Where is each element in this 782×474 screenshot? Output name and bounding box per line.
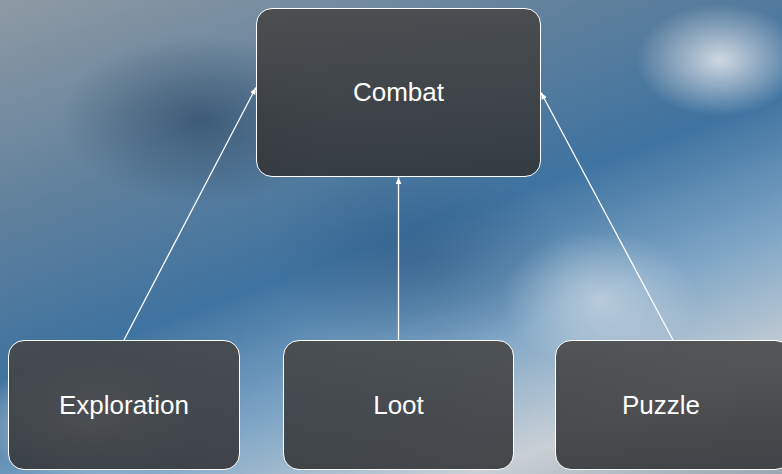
node-label: Combat — [353, 77, 444, 108]
arrow-connector — [541, 93, 673, 341]
node-label: Loot — [373, 390, 424, 421]
process-box: Loot — [283, 340, 514, 470]
node-label: Exploration — [59, 390, 189, 421]
arrow-connector — [398, 177, 399, 340]
process-box: Exploration — [8, 340, 240, 470]
node-label: Puzzle — [622, 390, 700, 421]
arrow-connector — [124, 87, 256, 340]
process-box: Puzzle — [555, 340, 782, 470]
process-box: Combat — [256, 8, 541, 177]
